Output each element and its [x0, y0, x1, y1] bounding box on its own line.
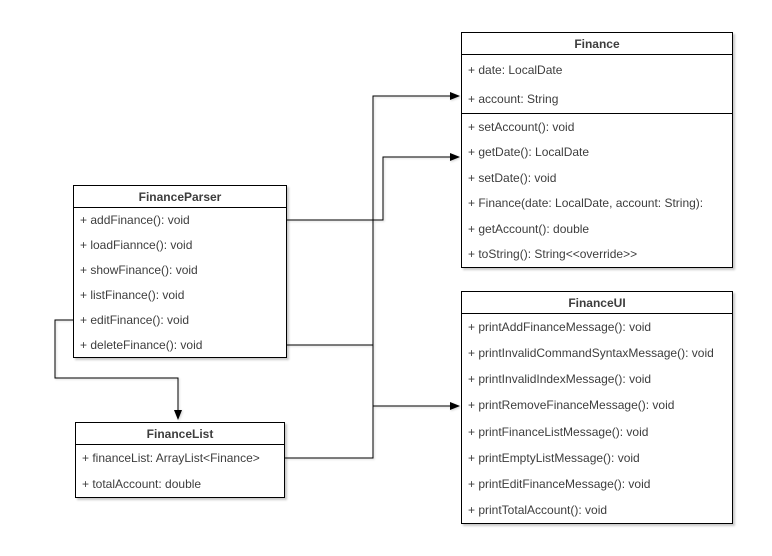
- method-row: + getDate(): LocalDate: [468, 145, 590, 160]
- method-row: + printAddFinanceMessage(): void: [468, 320, 652, 335]
- class-box-finance: Finance + date: LocalDate + account: Str…: [461, 32, 733, 268]
- method-row: + setAccount(): void: [468, 119, 575, 134]
- method-row: + listFinance(): void: [80, 287, 185, 302]
- method-row: + addFinance(): void: [80, 213, 190, 228]
- method-row: + printEmptyListMessage(): void: [468, 450, 640, 465]
- method-row: + printFinanceListMessage(): void: [468, 424, 649, 439]
- method-row: + deleteFinance(): void: [80, 337, 203, 352]
- method-row: + printEditFinanceMessage(): void: [468, 476, 651, 491]
- edge-financelist-to-financeui: [285, 406, 374, 459]
- method-row: + editFinance(): void: [80, 312, 190, 327]
- attribute-row: + financeList: ArrayList<Finance>: [82, 451, 260, 465]
- attributes-section-finance: + date: LocalDate + account: String: [462, 55, 732, 113]
- attributes-section-financelist: + financeList: ArrayList<Finance> + tota…: [76, 445, 284, 497]
- method-row: + loadFiannce(): void: [80, 238, 193, 253]
- edge-financeparser-to-financelist: [54, 319, 182, 420]
- attribute-row: + account: String: [468, 91, 559, 106]
- method-row: + printInvalidCommandSyntaxMessage(): vo…: [468, 346, 714, 361]
- class-title-finance: Finance: [462, 33, 732, 55]
- edge-financeparser-to-finance-getdate: [287, 153, 460, 221]
- methods-section-finance: + setAccount(): void + getDate(): LocalD…: [462, 113, 732, 267]
- method-row: + setDate(): void: [468, 170, 557, 185]
- method-row: + printTotalAccount(): void: [468, 502, 608, 517]
- class-box-financelist: FinanceList + financeList: ArrayList<Fin…: [75, 422, 285, 498]
- methods-section-financeparser: + addFinance(): void + loadFiannce(): vo…: [74, 208, 286, 357]
- attribute-row: + totalAccount: double: [82, 477, 202, 491]
- class-title-financelist: FinanceList: [76, 423, 284, 445]
- class-title-financeparser: FinanceParser: [74, 186, 286, 208]
- attribute-row: + date: LocalDate: [468, 62, 563, 77]
- class-box-financeui: FinanceUI + printAddFinanceMessage(): vo…: [461, 291, 733, 524]
- method-row: + toString(): String<<override>>: [468, 247, 638, 262]
- edge-financeparser-to-financeui: [287, 344, 460, 410]
- method-row: + Finance(date: LocalDate, account: Stri…: [468, 196, 704, 211]
- class-box-financeparser: FinanceParser + addFinance(): void + loa…: [73, 185, 287, 358]
- method-row: + printRemoveFinanceMessage(): void: [468, 398, 675, 413]
- method-row: + getAccount(): double: [468, 221, 590, 236]
- methods-section-financeui: + printAddFinanceMessage(): void + print…: [462, 314, 732, 523]
- method-row: + printInvalidIndexMessage(): void: [468, 372, 652, 387]
- class-title-financeui: FinanceUI: [462, 292, 732, 314]
- method-row: + showFinance(): void: [80, 263, 198, 278]
